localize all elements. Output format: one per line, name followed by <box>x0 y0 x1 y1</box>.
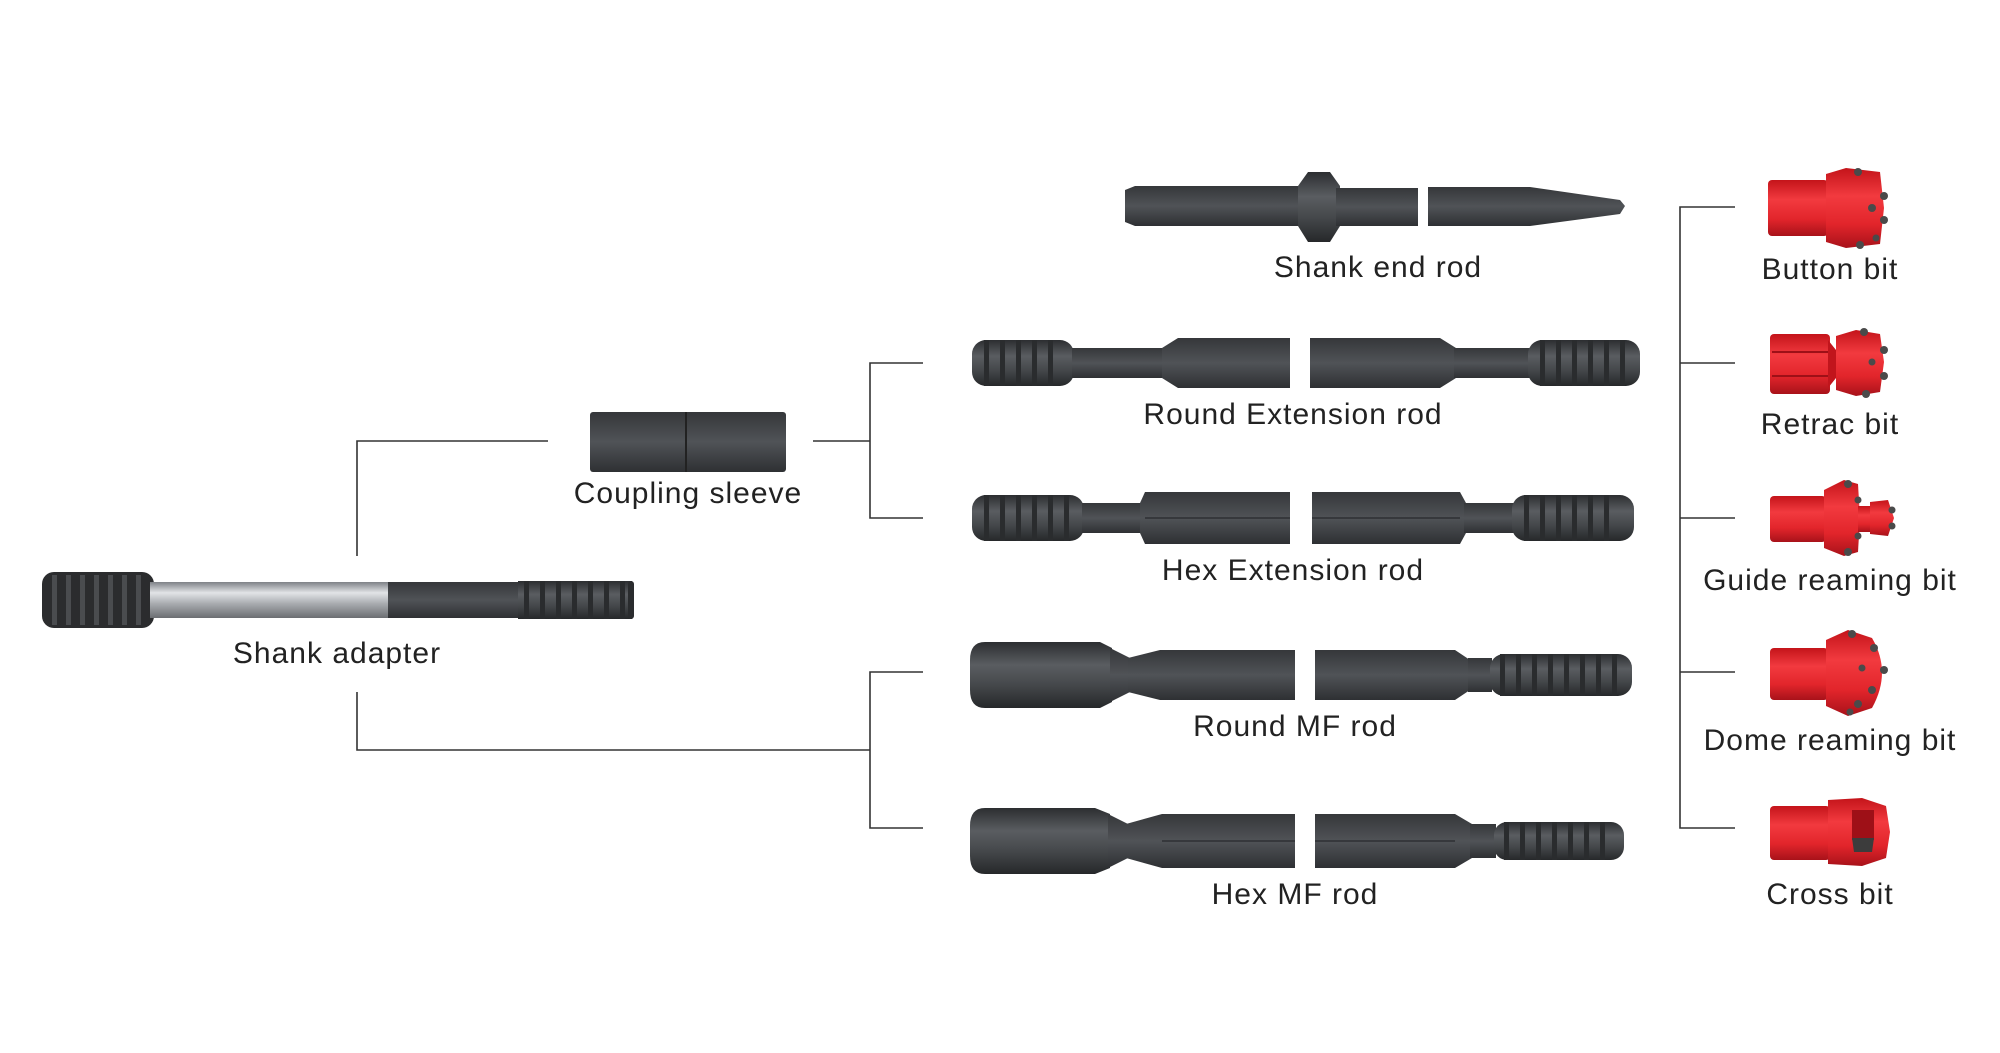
hex-mf-rod-icon <box>970 808 1624 874</box>
guide-reaming-bit-label: Guide reaming bit <box>1703 564 1957 597</box>
shank-end-rod-label: Shank end rod <box>1274 251 1482 284</box>
cross-bit-icon <box>1770 798 1890 866</box>
connector-shank-to-mf <box>356 692 870 751</box>
shank-end-rod-icon <box>1125 172 1625 242</box>
hex-extension-rod-label: Hex Extension rod <box>1162 554 1424 587</box>
button-bit-label: Button bit <box>1762 253 1899 286</box>
dome-reaming-bit-icon <box>1770 630 1888 716</box>
connector-shank-to-coupling <box>356 440 548 556</box>
shank-adapter-label: Shank adapter <box>233 637 441 670</box>
guide-reaming-bit-icon <box>1770 480 1896 556</box>
retrac-bit-icon <box>1770 328 1888 398</box>
cross-bit-label: Cross bit <box>1766 878 1893 911</box>
round-extension-rod-icon <box>972 338 1640 388</box>
coupling-sleeve-icon <box>590 412 786 472</box>
retrac-bit-label: Retrac bit <box>1761 408 1899 441</box>
dome-reaming-bit-label: Dome reaming bit <box>1704 724 1957 757</box>
round-mf-rod-icon <box>970 642 1632 708</box>
round-extension-rod-label: Round Extension rod <box>1143 398 1442 431</box>
hex-mf-rod-label: Hex MF rod <box>1212 878 1379 911</box>
connector-lines <box>356 206 1735 829</box>
shank-adapter-icon <box>42 572 634 628</box>
button-bit-icon <box>1768 168 1888 249</box>
connector-mf-bracket <box>869 671 923 829</box>
hex-extension-rod-icon <box>972 492 1634 544</box>
connector-extension-bracket <box>869 362 923 519</box>
round-mf-rod-label: Round MF rod <box>1193 710 1397 743</box>
coupling-sleeve-label: Coupling sleeve <box>574 477 802 510</box>
